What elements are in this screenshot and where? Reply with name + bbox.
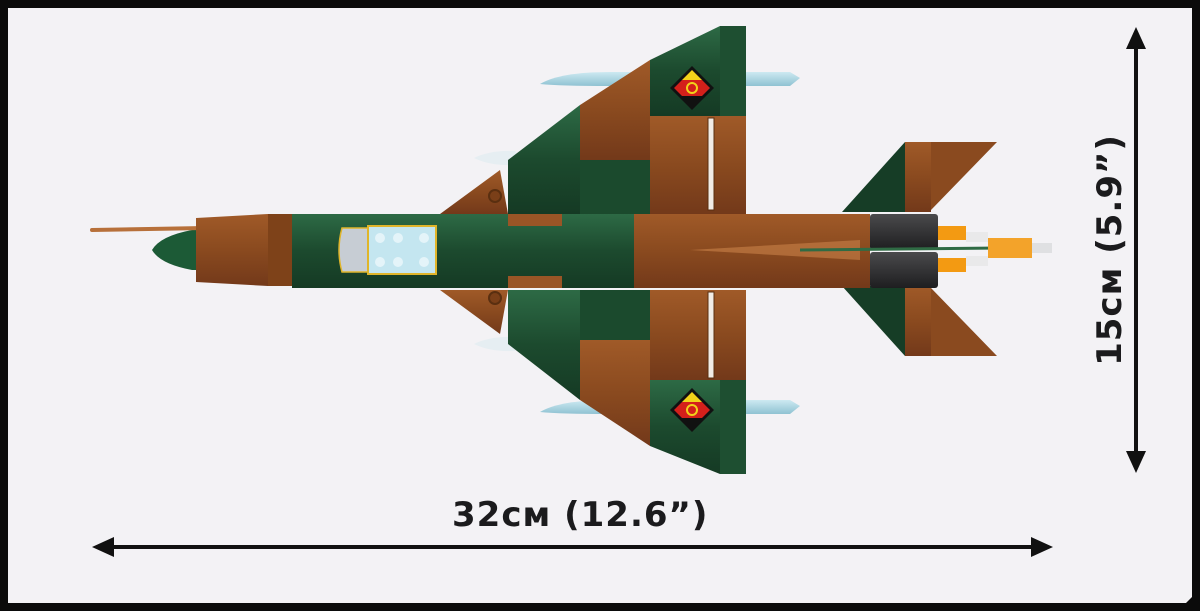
height-dimension-label: 15cм (5.9”) [1090,134,1130,366]
height-dimension-arrow [1126,27,1146,473]
tailplane-upper [842,142,997,212]
width-dimension-label: 32cм (12.6”) [452,495,709,535]
insignia-upper [670,66,714,110]
width-dimension-arrow [92,537,1053,557]
canopy [339,226,436,274]
wing-lower [440,290,746,474]
afterburner [938,226,1052,272]
wing-upper [440,26,746,214]
image-frame [8,8,1192,603]
fuselage [92,214,1000,288]
insignia-lower [670,388,714,432]
tailplane-lower [842,286,997,356]
jet-model-illustration [8,8,1192,603]
